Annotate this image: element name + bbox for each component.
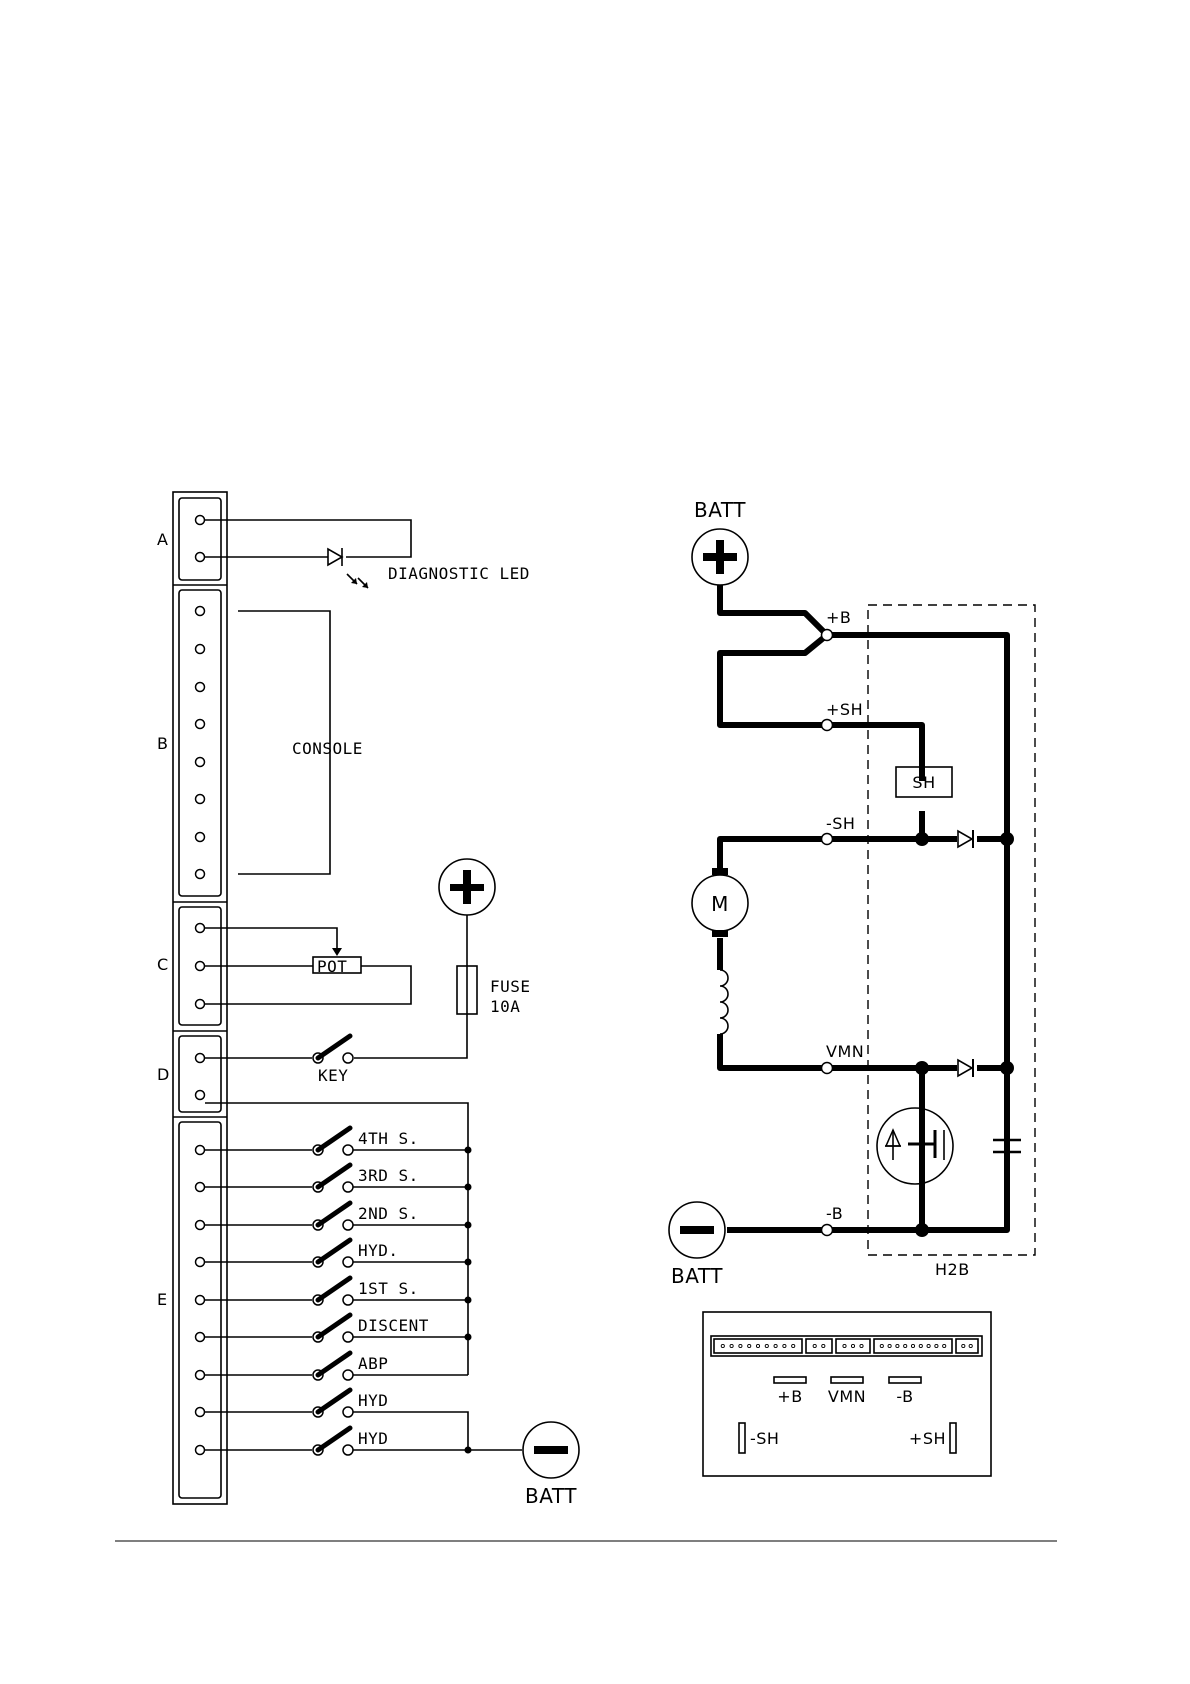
- mosfet: [877, 1108, 953, 1184]
- terminal-label-minus-b: -B: [826, 1204, 843, 1223]
- key-label: KEY: [318, 1066, 348, 1085]
- switch-label-abp: ABP: [358, 1354, 388, 1373]
- terminal-label-vmn: VMN: [826, 1042, 864, 1061]
- header-pin-dot: [969, 1344, 972, 1347]
- potentiometer: [205, 928, 411, 1004]
- terminal-label-plus-b: +B: [826, 608, 851, 627]
- batt-negative-label-left: BATT: [525, 1484, 577, 1508]
- power-wiring: [720, 585, 1007, 1230]
- battery-positive-terminal: [692, 529, 748, 585]
- group-label-d: D: [157, 1065, 170, 1084]
- header-pin-dot: [935, 1344, 938, 1347]
- header-pin-dot: [756, 1344, 759, 1347]
- group-label-a: A: [157, 530, 168, 549]
- header-pin-dot: [774, 1344, 777, 1347]
- shunt-field-label: SH: [912, 773, 935, 792]
- switch-label-1st: 1ST S.: [358, 1279, 419, 1298]
- field-coil: [720, 970, 728, 1034]
- junction-dots: [915, 832, 1014, 1237]
- freewheel-diode-bottom: [958, 1059, 973, 1077]
- header-pin-dot: [943, 1344, 946, 1347]
- header-pin-dot: [739, 1344, 742, 1347]
- freewheel-diode-top: [958, 830, 973, 848]
- header-pin-dot: [880, 1344, 883, 1347]
- header-pin-dot: [927, 1344, 930, 1347]
- header-pin-dot: [721, 1344, 724, 1347]
- header-pin-dot: [851, 1344, 854, 1347]
- header-pin-dot: [748, 1344, 751, 1347]
- console-label: CONSOLE: [292, 739, 363, 758]
- header-pin-dot: [896, 1344, 899, 1347]
- layout-label-vmn: VMN: [828, 1387, 866, 1406]
- batt-negative-label-right: BATT: [671, 1264, 723, 1288]
- fuse: [354, 915, 477, 1058]
- module-label: H2B: [935, 1260, 970, 1279]
- diagnostic-led-label: DIAGNOSTIC LED: [388, 564, 530, 583]
- header-pin-dot: [843, 1344, 846, 1347]
- fuse-rating-label: 10A: [490, 997, 520, 1016]
- header-pin-dot: [765, 1344, 768, 1347]
- switch-label-3rd: 3RD S.: [358, 1166, 419, 1185]
- battery-negative-terminal-left: [523, 1422, 579, 1478]
- header-pin-dot: [822, 1344, 825, 1347]
- header-pin-dot: [888, 1344, 891, 1347]
- switch-label-hyd-1: HYD.: [358, 1241, 399, 1260]
- group-label-e: E: [157, 1290, 168, 1309]
- batt-positive-label: BATT: [694, 498, 746, 522]
- group-label-b: B: [157, 734, 168, 753]
- header-pin-dot: [860, 1344, 863, 1347]
- header-pin-dot: [783, 1344, 786, 1347]
- switch-label-discent: DISCENT: [358, 1316, 429, 1335]
- switch-label-hyd-2: HYD: [358, 1391, 388, 1410]
- terminal-label-minus-sh: -SH: [826, 814, 855, 833]
- switch-label-2nd: 2ND S.: [358, 1204, 419, 1223]
- group-label-c: C: [157, 955, 169, 974]
- pot-label: POT: [317, 957, 347, 976]
- battery-negative-terminal: [669, 1202, 725, 1258]
- header-pin-dot: [904, 1344, 907, 1347]
- header-pin-dot: [792, 1344, 795, 1347]
- layout-label-plus-b: +B: [777, 1387, 802, 1406]
- terminal-label-plus-sh: +SH: [826, 700, 863, 719]
- switch-label-hyd-3: HYD: [358, 1429, 388, 1448]
- diagnostic-led-circuit: [205, 520, 411, 588]
- header-pin-dots: [721, 1344, 972, 1347]
- layout-label-minus-b: -B: [896, 1387, 913, 1406]
- header-pin-dot: [919, 1344, 922, 1347]
- fuse-label: FUSE: [490, 977, 531, 996]
- header-pin-dot: [813, 1344, 816, 1347]
- layout-label-minus-sh: -SH: [750, 1429, 779, 1448]
- header-pin-dot: [911, 1344, 914, 1347]
- battery-positive-terminal-left: [439, 859, 495, 915]
- connector-pins: [196, 516, 205, 1455]
- motor-label: M: [711, 892, 729, 916]
- header-pin-dot: [730, 1344, 733, 1347]
- header-pin-dot: [962, 1344, 965, 1347]
- power-terminals: [822, 630, 833, 1236]
- layout-label-plus-sh: +SH: [909, 1429, 946, 1448]
- switch-label-4th: 4TH S.: [358, 1129, 419, 1148]
